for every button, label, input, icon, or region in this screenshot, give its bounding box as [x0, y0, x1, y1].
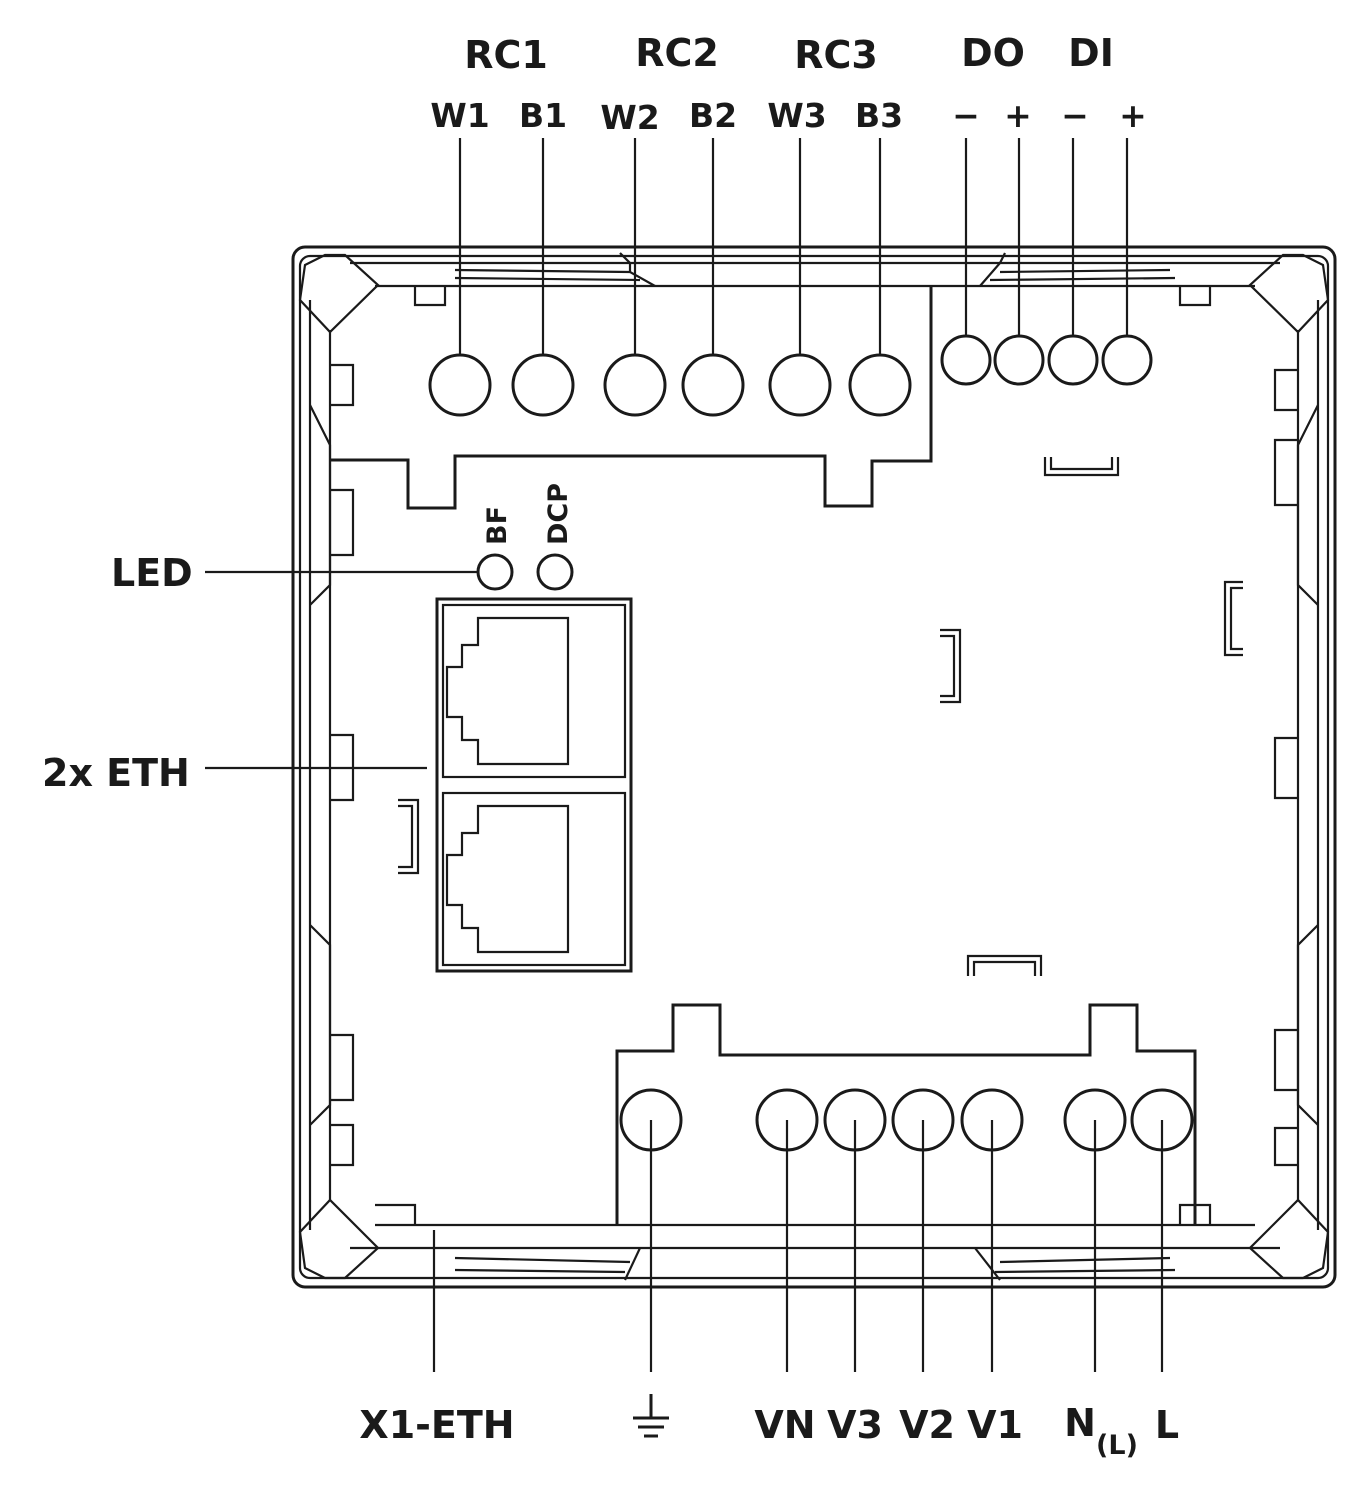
- bottom-terminal-block: [615, 1003, 1197, 1225]
- label-v2: V2: [899, 1403, 955, 1447]
- label-w3: W3: [767, 96, 826, 135]
- terminal-w1[interactable]: [428, 353, 492, 417]
- label-x1-eth: X1-ETH: [359, 1403, 514, 1447]
- label-led: LED: [111, 551, 193, 595]
- led-bf: [476, 553, 514, 591]
- label-v1: V1: [967, 1403, 1023, 1447]
- label-do-minus: −: [952, 96, 980, 135]
- terminal-di-minus[interactable]: [1047, 334, 1099, 386]
- led-dcp: [536, 553, 574, 591]
- label-di-minus: −: [1061, 96, 1089, 135]
- eth-port-2[interactable]: [441, 791, 627, 967]
- clip-marks: [398, 457, 1243, 976]
- terminal-w3[interactable]: [768, 353, 832, 417]
- label-n-subscript: (L): [1096, 1430, 1138, 1461]
- label-bf: BF: [482, 506, 513, 545]
- terminal-b1[interactable]: [511, 353, 575, 417]
- label-di: DI: [1068, 31, 1114, 75]
- led-indicators: BF DCP: [476, 483, 574, 591]
- label-rc1: RC1: [464, 33, 548, 77]
- top-leader-lines: [458, 138, 1129, 384]
- label-di-plus: +: [1119, 96, 1147, 135]
- terminal-b2[interactable]: [681, 353, 745, 417]
- terminal-do-plus[interactable]: [993, 334, 1045, 386]
- ethernet-ports: [435, 597, 633, 973]
- top-terminal-block: [330, 286, 933, 510]
- label-w2: W2: [600, 98, 659, 137]
- label-do: DO: [961, 31, 1025, 75]
- terminal-di-plus[interactable]: [1101, 334, 1153, 386]
- label-b2: B2: [689, 96, 737, 135]
- ground-icon: [633, 1394, 669, 1438]
- terminal-w2[interactable]: [603, 353, 667, 417]
- label-n: N: [1064, 1401, 1096, 1445]
- top-terminal-holes: [428, 334, 1153, 417]
- terminal-do-minus[interactable]: [940, 334, 992, 386]
- label-2x-eth: 2x ETH: [42, 751, 190, 795]
- label-do-plus: +: [1004, 96, 1032, 135]
- label-l: L: [1155, 1403, 1179, 1447]
- bottom-leader-lines: [432, 1120, 1164, 1372]
- label-dcp: DCP: [543, 483, 574, 545]
- bottom-terminal-holes: [619, 1088, 1194, 1152]
- label-rc2: RC2: [635, 31, 719, 75]
- label-vn: VN: [754, 1403, 815, 1447]
- label-w1: W1: [430, 96, 489, 135]
- label-v3: V3: [827, 1403, 883, 1447]
- label-rc3: RC3: [794, 33, 878, 77]
- eth-port-1[interactable]: [441, 603, 627, 779]
- label-b1: B1: [519, 96, 567, 135]
- label-b3: B3: [855, 96, 903, 135]
- terminal-b3[interactable]: [848, 353, 912, 417]
